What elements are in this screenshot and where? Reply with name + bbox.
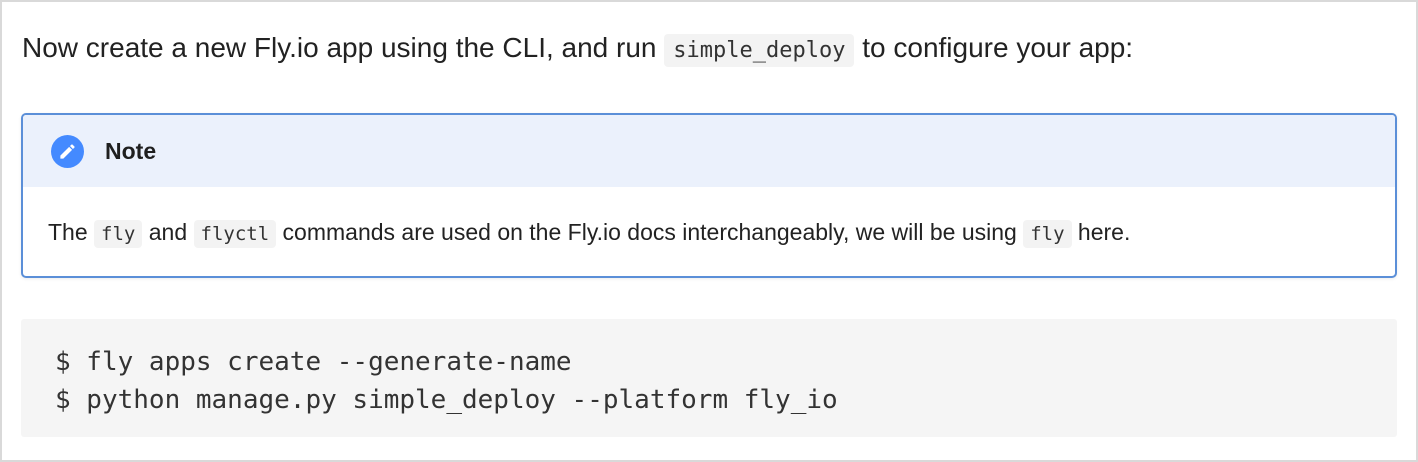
inline-code-fly-2: fly <box>1023 220 1072 248</box>
note-text-3: commands are used on the Fly.io docs int… <box>276 219 1024 245</box>
intro-paragraph: Now create a new Fly.io app using the CL… <box>22 28 1133 71</box>
code-block[interactable]: $ fly apps create --generate-name $ pyth… <box>21 319 1397 437</box>
note-title: Note <box>105 137 157 164</box>
inline-code-fly: fly <box>94 220 143 248</box>
intro-text-after: to configure your app: <box>854 32 1134 63</box>
note-text-1: The <box>48 219 95 245</box>
note-text-4: here. <box>1071 219 1131 245</box>
inline-code-simple-deploy: simple_deploy <box>664 34 855 67</box>
note-text-2: and <box>142 219 194 245</box>
code-line-create-app: $ fly apps create --generate-name <box>55 347 572 377</box>
note-admonition: Note The fly and flyctl commands are use… <box>21 113 1397 278</box>
inline-code-flyctl: flyctl <box>193 220 277 248</box>
code-line-simple-deploy: $ python manage.py simple_deploy --platf… <box>55 385 838 415</box>
note-body: The fly and flyctl commands are used on … <box>23 187 1395 252</box>
pencil-icon <box>51 134 84 168</box>
note-header: Note <box>23 115 1395 187</box>
intro-text-before: Now create a new Fly.io app using the CL… <box>22 32 665 63</box>
